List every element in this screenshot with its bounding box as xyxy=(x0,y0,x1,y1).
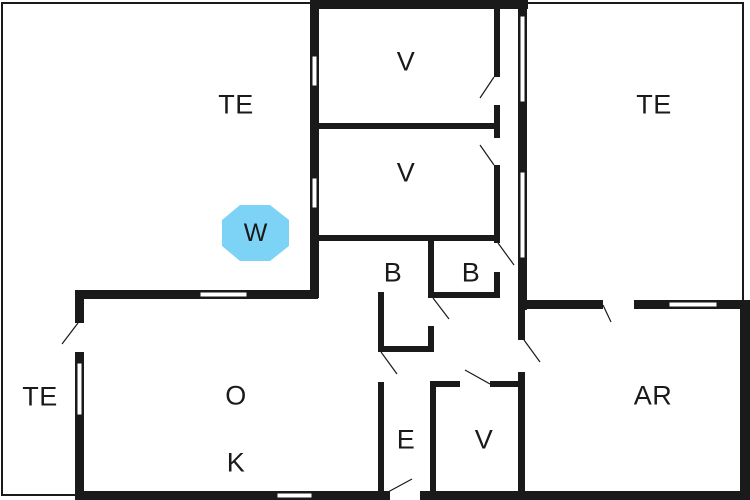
walls xyxy=(75,0,750,500)
terrace-outlines xyxy=(1,2,744,496)
windows xyxy=(76,15,718,499)
room-label-bedroom-1: V xyxy=(396,46,416,77)
doors xyxy=(61,76,612,493)
room-label-bedroom-3: V xyxy=(474,424,494,455)
whirlpool-label: W xyxy=(243,218,268,247)
room-label-bathroom-1: B xyxy=(383,257,403,288)
whirlpool-marker xyxy=(222,205,289,261)
room-label-bedroom-2: V xyxy=(396,157,416,188)
room-label-bathroom-2: B xyxy=(461,257,481,288)
room-label-living-room: O xyxy=(225,380,247,411)
room-label-terrace-west-top: TE xyxy=(218,89,254,120)
room-label-utility-room: AR xyxy=(633,380,673,411)
room-label-terrace-east: TE xyxy=(636,89,672,120)
whirlpool-badge: W xyxy=(222,205,289,261)
room-label-entrance: E xyxy=(396,424,416,455)
room-label-terrace-west-bottom: TE xyxy=(22,381,58,412)
room-label-kitchen: K xyxy=(226,447,246,478)
